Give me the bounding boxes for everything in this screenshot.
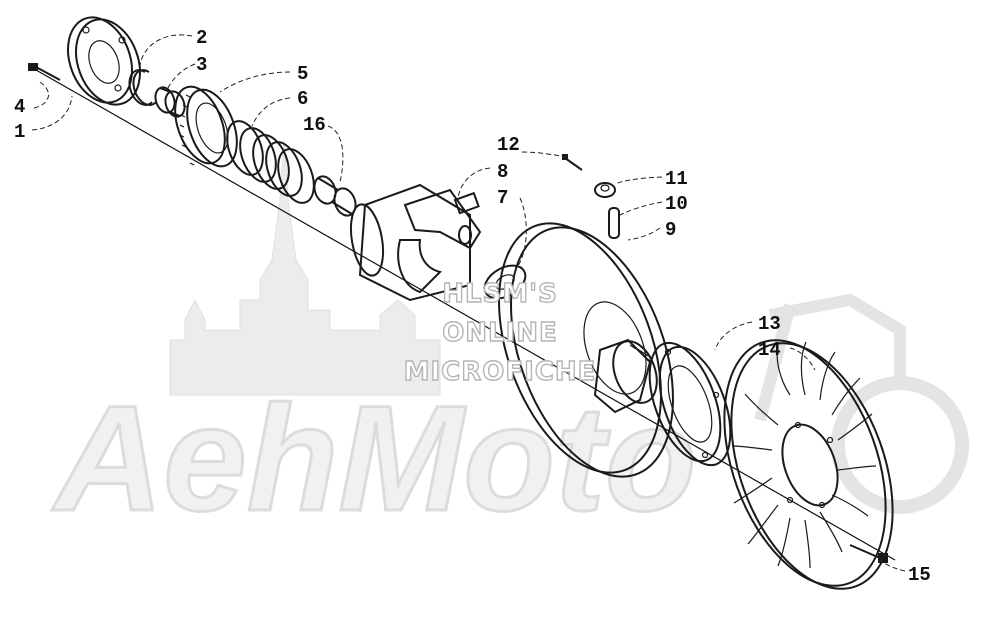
callout-6: 6 [297, 88, 308, 110]
watermark-skyline [169, 139, 441, 396]
part-12-pin [562, 154, 583, 171]
part-2-snap-ring [128, 69, 157, 106]
watermark-brand: AehMoto [51, 374, 697, 542]
watermark-bike-frame [754, 293, 906, 422]
part-4-screw [28, 63, 61, 81]
callout-10: 10 [665, 193, 688, 215]
part-11-nut [594, 182, 616, 198]
callout-9: 9 [665, 219, 676, 241]
callout-5: 5 [297, 63, 308, 85]
callout-1: 1 [14, 121, 25, 143]
part-8-cam-housing [349, 183, 482, 302]
callout-14: 14 [758, 339, 781, 361]
part-15-bolt [849, 544, 888, 563]
callout-13: 13 [758, 313, 781, 335]
part-5-threaded-ring [174, 85, 238, 168]
part-3-bushing [154, 86, 186, 118]
callout-16: 16 [303, 114, 326, 136]
part-6-spring [226, 120, 315, 204]
part-9-sheave [498, 222, 674, 478]
callout-labels: 2 3 4 1 5 6 16 12 8 7 11 10 9 13 14 15 [14, 27, 931, 586]
part-1-cover-plate [67, 16, 141, 106]
watermark-line-2: ONLINE [442, 318, 558, 348]
callout-3: 3 [196, 54, 207, 76]
assembly-axis [35, 69, 896, 561]
callout-2: 2 [196, 27, 207, 49]
callout-8: 8 [497, 161, 508, 183]
callout-11: 11 [665, 168, 688, 190]
callout-15: 15 [908, 564, 931, 586]
leader-lines [31, 34, 906, 572]
part-14-vented-cover [723, 339, 894, 590]
part-13-ring [648, 341, 732, 467]
callout-7: 7 [497, 187, 508, 209]
part-16-sleeve [313, 175, 357, 217]
watermark-line-3: MICROFICHE [404, 357, 597, 387]
part-10-stud [608, 207, 620, 239]
watermark-graphic: AehMoto [50, 139, 969, 544]
watermark-label: HLSM'S ONLINE MICROFICHE [403, 278, 597, 387]
watermark-line-1: HLSM'S [442, 279, 558, 309]
callout-12: 12 [497, 134, 520, 156]
callout-4: 4 [14, 96, 25, 118]
